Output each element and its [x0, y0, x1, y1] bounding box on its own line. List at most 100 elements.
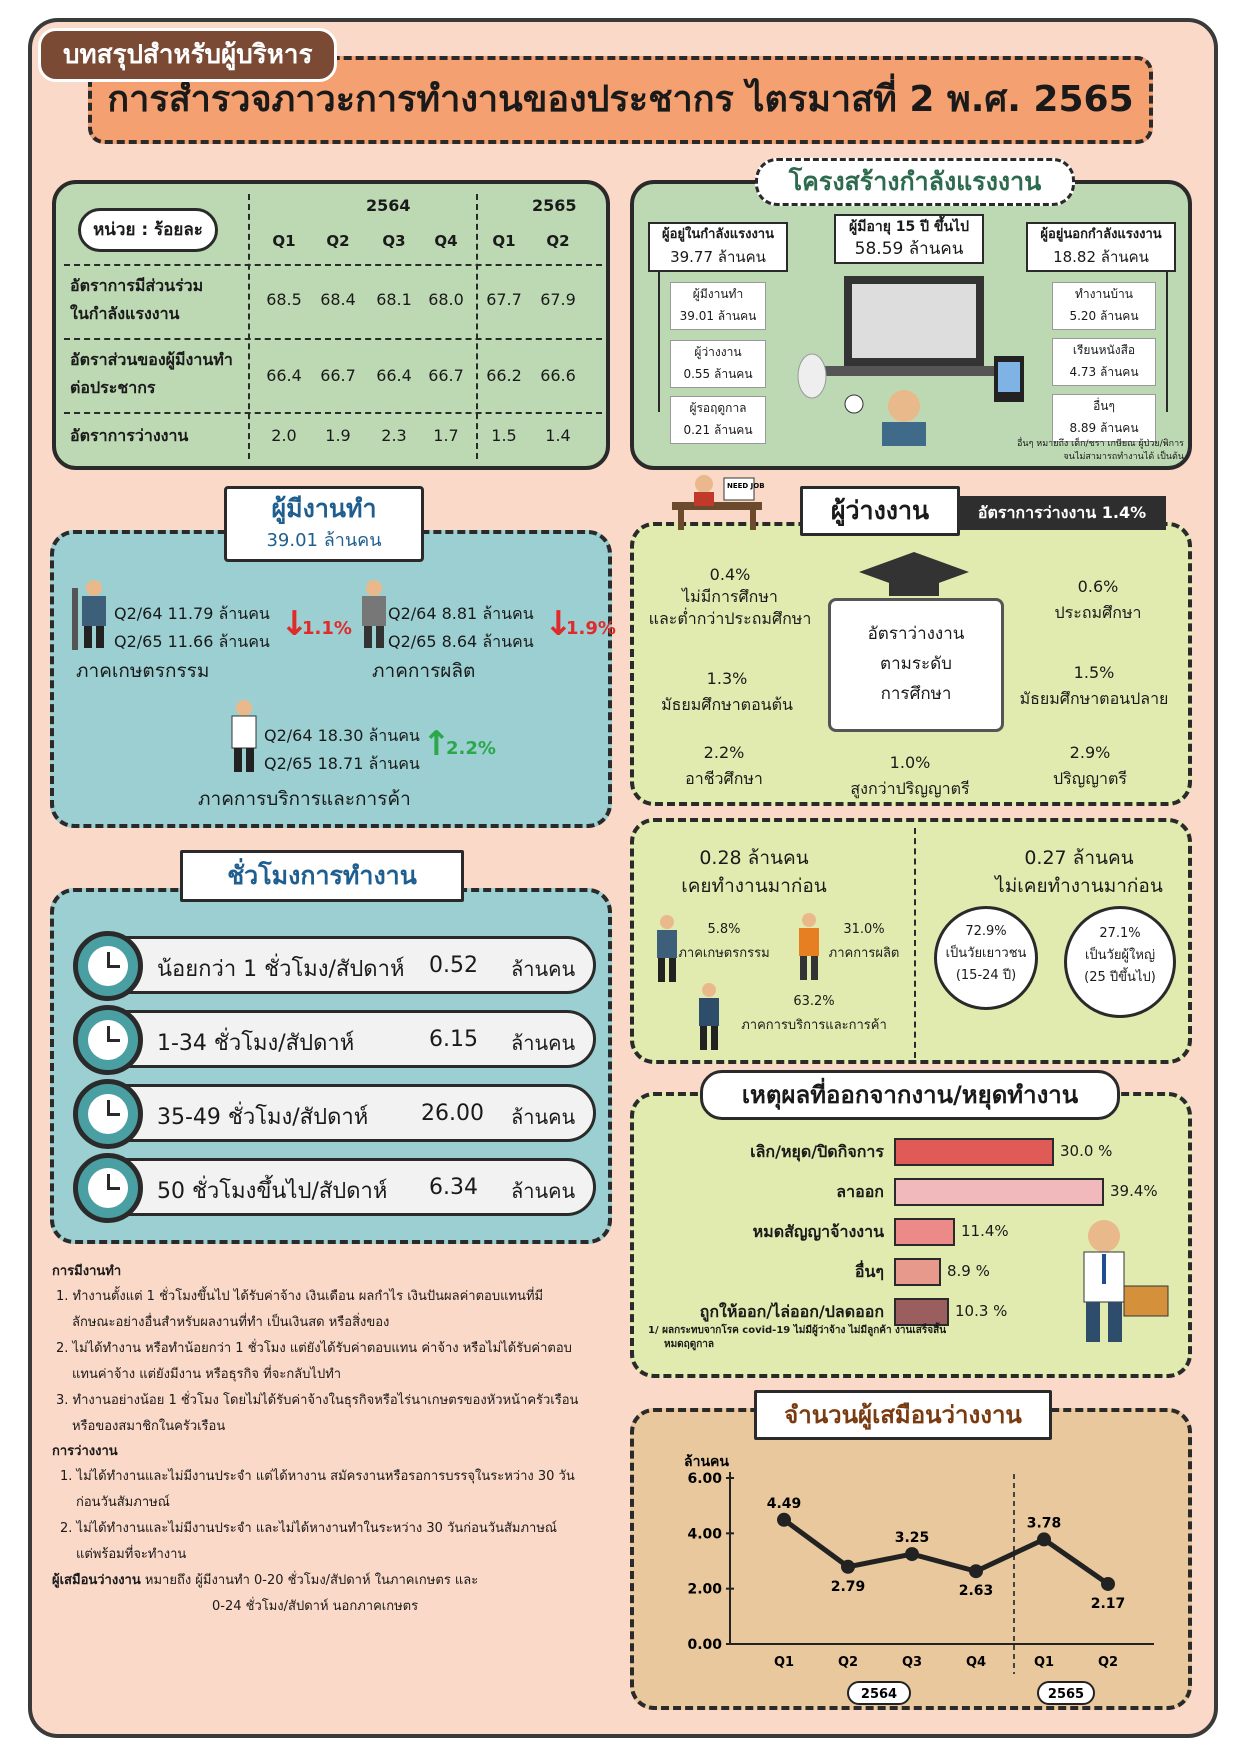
reason-bar — [894, 1298, 949, 1326]
reason-bar — [894, 1138, 1054, 1166]
prev-serv: 63.2%ภาคการบริการและการค้า — [724, 990, 904, 1038]
youth-circle: 72.9%เป็นวัยเยาวชน(15-24 ปี) — [934, 906, 1038, 1010]
edu-item: 2.9%ปริญญาตรี — [1020, 740, 1160, 792]
underemployed-title: จำนวนผู้เสมือนว่างงาน — [754, 1390, 1052, 1440]
hours-value: 6.34 — [429, 1175, 478, 1200]
quarter-header: Q1 — [272, 232, 296, 250]
prev-agri: 5.8%ภาคเกษตรกรรม — [674, 918, 774, 966]
down-arrow-icon: ↓ — [544, 604, 573, 644]
def-line: 1. ทำงานตั้งแต่ 1 ชั่วโมงขึ้นไป ได้รับค่… — [56, 1289, 544, 1304]
quarter-header: Q3 — [382, 232, 406, 250]
reasons-title: เหตุผลที่ออกจากงาน/หยุดทำงาน — [700, 1070, 1120, 1120]
prev-divider-line — [914, 828, 916, 1058]
def-line: ลักษณะอย่างอื่นสำหรับผลงานที่ทำ เป็นเงิน… — [72, 1315, 390, 1330]
unit-badge: หน่วย : ร้อยละ — [78, 208, 218, 252]
reason-value: 10.3 % — [955, 1302, 1008, 1320]
manu-change: 1.9% — [566, 618, 616, 639]
edu-label: ปริญญาตรี — [1053, 769, 1127, 788]
edu-item: 0.4%ไม่มีการศึกษาและต่ำกว่าประถมศึกษา — [640, 564, 820, 630]
hours-value: 26.00 — [421, 1101, 484, 1126]
factory-worker-icon — [362, 580, 386, 648]
reason-value: 11.4% — [961, 1222, 1009, 1240]
labor-right-box: ผู้อยู่นอกกำลังแรงงาน 18.82 ล้านคน — [1026, 222, 1176, 272]
hours-unit: ล้านคน — [511, 1031, 576, 1055]
series-line — [782, 1517, 1110, 1587]
edu-label: ประถมศึกษา — [1054, 603, 1142, 622]
edu-label: สูงกว่าปริญญาตรี — [850, 779, 970, 798]
x-tick-label: Q1 — [1034, 1655, 1054, 1670]
edu-pct: 1.0% — [889, 753, 931, 772]
rate-cell: 68.5 — [266, 290, 302, 309]
reason-bar — [894, 1178, 1104, 1206]
manu-q2-65: Q2/65 8.64 ล้านคน — [388, 632, 534, 651]
def-unemp-list: 1. ไม่ได้ทำงานและไม่มีงานประจำ แต่ได้หาง… — [52, 1464, 612, 1568]
y-tick-label: 4.00 — [687, 1526, 722, 1542]
data-label: 4.49 — [767, 1496, 802, 1512]
data-point — [777, 1512, 791, 1527]
row-label-line: ต่อประชากร — [70, 378, 156, 397]
serv-q2-64: Q2/64 18.30 ล้านคน — [264, 726, 420, 745]
up-arrow-icon: ↑ — [422, 724, 451, 764]
adult-pct: 27.1% — [1099, 926, 1141, 941]
labor-item-label: เรียนหนังสือ — [1072, 343, 1136, 357]
worked-before: 0.28 ล้านคน เคยทำงานมาก่อน — [654, 844, 854, 900]
prev-work-panel: 0.28 ล้านคน เคยทำงานมาก่อน 0.27 ล้านคน ไ… — [630, 818, 1192, 1064]
hours-label: 35-49 ชั่วโมง/สัปดาห์ — [157, 1105, 369, 1130]
agri-sector-name: ภาคเกษตรกรรม — [76, 660, 210, 682]
prev-agri-pct: 5.8% — [707, 922, 741, 937]
book-text: การศึกษา — [880, 684, 952, 704]
serv-change: 2.2% — [446, 738, 496, 759]
rate-cell: 66.6 — [540, 366, 576, 385]
data-label: 2.17 — [1091, 1596, 1126, 1612]
edu-label: มัธยมศึกษาตอนปลาย — [1019, 689, 1169, 708]
clock-icon — [73, 1079, 143, 1149]
hours-unit: ล้านคน — [511, 957, 576, 981]
down-arrow-icon: ↓ — [280, 604, 309, 644]
edu-item: 0.6%ประถมศึกษา — [1018, 574, 1178, 626]
clock-icon — [73, 1153, 143, 1223]
year-2565: 2565 — [532, 196, 577, 215]
def-under-2: 0-24 ชั่วโมง/สัปดาห์ นอกภาคเกษตร — [212, 1599, 419, 1614]
y-tick-label: 0.00 — [687, 1637, 722, 1653]
label-divider-line — [248, 194, 250, 459]
table-rule — [64, 338, 602, 340]
row-label: อัตราการว่างงาน — [70, 426, 189, 445]
y-tick-label: 6.00 — [687, 1471, 722, 1487]
labor-note: อื่นๆ หมายถึง เด็ก/ชรา เกษียณ ผู้ป่วย/พิ… — [974, 438, 1184, 464]
age15-label: ผู้มีอายุ 15 ปี ขึ้นไป — [849, 219, 969, 235]
x-tick-label: Q2 — [1098, 1655, 1118, 1670]
never-label: ไม่เคยทำงานมาก่อน — [995, 875, 1163, 897]
def-line: 2. ไม่ได้ทำงานและไม่มีงานประจำ และไม่ได้… — [60, 1521, 557, 1536]
labor-structure-panel: ผู้อยู่ในกำลังแรงงาน 39.77 ล้านคน ผู้มีอ… — [630, 180, 1192, 470]
rate-cell: 2.0 — [271, 426, 297, 445]
unemployment-rate-badge: อัตราการว่างงาน 1.4% — [958, 496, 1166, 530]
rate-cell: 68.1 — [376, 290, 412, 309]
need-job-sign: NEED JOB — [727, 482, 765, 490]
def-emp-list: 1. ทำงานตั้งแต่ 1 ชั่วโมงขึ้นไป ได้รับค่… — [52, 1284, 612, 1440]
underemployed-line-chart: ล้านคน6.004.002.000.004.49Q12.79Q23.25Q3… — [684, 1454, 1154, 1705]
table-rule — [64, 412, 602, 414]
definitions: การมีงานทำ 1. ทำงานตั้งแต่ 1 ชั่วโมงขึ้น… — [52, 1260, 612, 1620]
rate-cell: 66.7 — [428, 366, 464, 385]
row-label-line: ในกำลังแรงงาน — [70, 304, 180, 323]
labor-item-value: 8.89 ล้านคน — [1069, 421, 1139, 435]
def-emp-title: การมีงานทำ — [52, 1264, 122, 1279]
serv-q2-65: Q2/65 18.71 ล้านคน — [264, 754, 420, 773]
employed-panel: Q2/64 11.79 ล้านคน Q2/65 11.66 ล้านคน ↓ … — [50, 530, 616, 828]
def-unemp-title: การว่างงาน — [52, 1444, 118, 1459]
reason-value: 39.4% — [1110, 1182, 1158, 1200]
reason-label: ลาออก — [836, 1182, 884, 1201]
farmer-icon — [72, 580, 106, 650]
serv-sector-name: ภาคการบริการและการค้า — [198, 788, 411, 810]
book-text: อัตราว่างงาน — [867, 624, 965, 644]
data-label: 3.78 — [1027, 1515, 1062, 1531]
edu-label: มัธยมศึกษาตอนต้น — [661, 695, 793, 714]
edu-pct: 1.5% — [1073, 663, 1115, 682]
y-axis-label: ล้านคน — [684, 1454, 729, 1470]
employed-title-label: ผู้มีงานทำ — [271, 494, 377, 523]
edu-item: 1.0% สูงกว่าปริญญาตรี — [830, 750, 990, 802]
quarter-header: Q2 — [326, 232, 350, 250]
edu-pct: 1.3% — [706, 669, 748, 688]
